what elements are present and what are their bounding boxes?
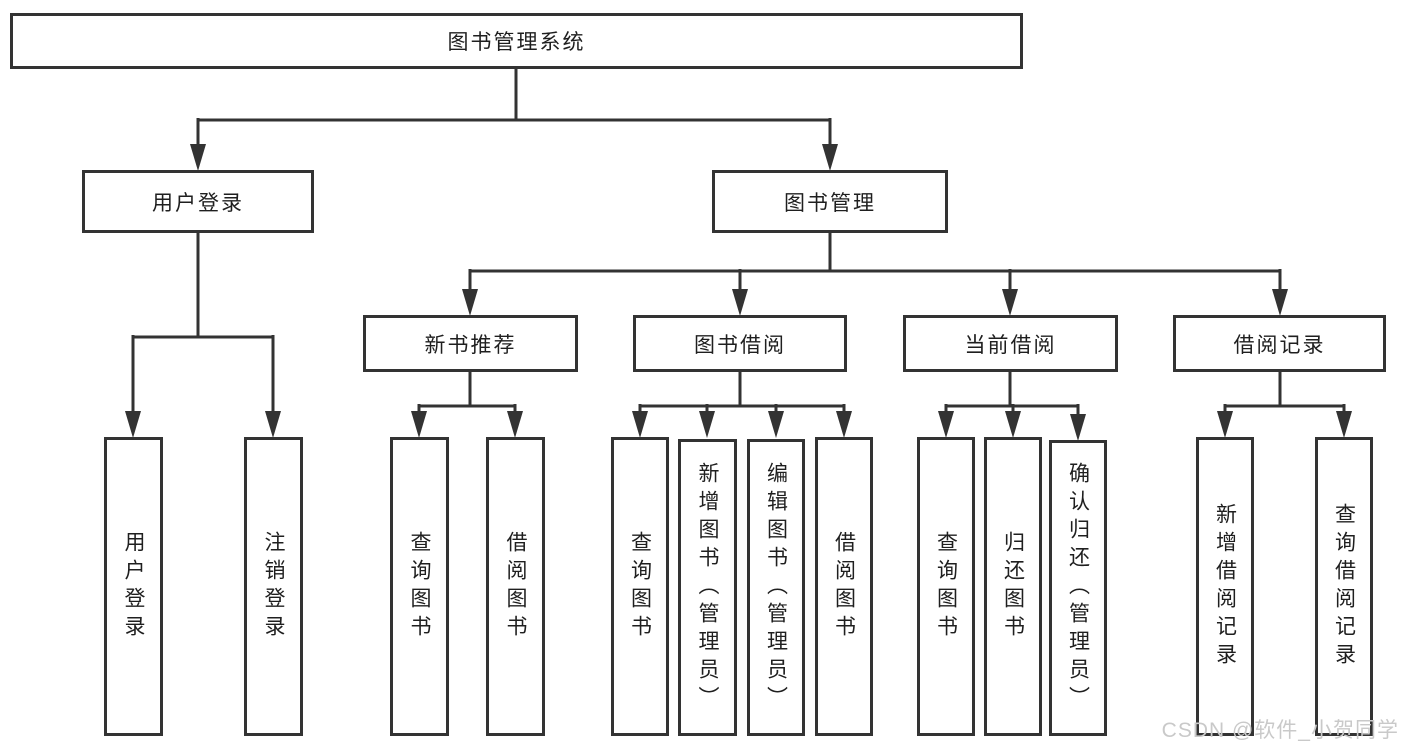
leaf-borrow-book-borrowing-label: 借阅图书 [832,530,856,643]
leaf-query-book-current: 查询图书 [917,437,975,736]
leaf-add-book-admin: 新增图书（管理员） [678,439,737,736]
node-current-borrowing-label: 当前借阅 [964,333,1057,357]
leaf-borrow-book-borrowing: 借阅图书 [815,437,873,736]
leaf-user-login: 用户登录 [104,437,163,736]
node-user-login: 用户登录 [82,170,314,233]
node-borrowing-records: 借阅记录 [1173,315,1386,372]
leaf-add-book-admin-label: 新增图书（管理员） [696,461,719,714]
leaf-query-book-borrowing: 查询图书 [611,437,669,736]
node-user-login-label: 用户登录 [152,191,244,215]
watermark: CSDN @软件_小贺同学 [1161,719,1399,742]
leaf-logout-label: 注销登录 [262,530,285,643]
leaf-query-book-borrowing-label: 查询图书 [628,530,652,643]
leaf-edit-book-admin: 编辑图书（管理员） [747,439,805,736]
leaf-return-book-label: 归还图书 [1001,530,1025,643]
leaf-borrow-book-recommend-label: 借阅图书 [504,530,527,643]
node-current-borrowing: 当前借阅 [903,315,1118,372]
leaf-user-login-label: 用户登录 [122,530,145,643]
node-root: 图书管理系统 [10,13,1023,69]
leaf-confirm-return-admin: 确认归还（管理员） [1049,440,1107,736]
node-book-borrowing: 图书借阅 [633,315,847,372]
leaf-confirm-return-admin-label: 确认归还（管理员） [1066,462,1090,714]
leaf-query-borrow-record: 查询借阅记录 [1315,437,1373,736]
leaf-query-book-recommend-label: 查询图书 [408,530,431,643]
leaf-logout: 注销登录 [244,437,303,736]
node-book-management: 图书管理 [712,170,948,233]
leaf-return-book: 归还图书 [984,437,1042,736]
leaf-edit-book-admin-label: 编辑图书（管理员） [764,461,788,714]
node-new-book-recommend: 新书推荐 [363,315,578,372]
node-new-book-recommend-label: 新书推荐 [424,333,517,357]
leaf-borrow-book-recommend: 借阅图书 [486,437,545,736]
leaf-add-borrow-record: 新增借阅记录 [1196,437,1254,736]
leaf-query-borrow-record-label: 查询借阅记录 [1332,502,1356,671]
node-book-management-label: 图书管理 [784,191,876,215]
leaf-query-book-current-label: 查询图书 [934,530,958,643]
leaf-query-book-recommend: 查询图书 [390,437,449,736]
node-root-label: 图书管理系统 [447,31,586,54]
leaf-add-borrow-record-label: 新增借阅记录 [1213,502,1237,671]
node-book-borrowing-label: 图书借阅 [694,333,786,357]
node-borrowing-records-label: 借阅记录 [1233,333,1326,357]
